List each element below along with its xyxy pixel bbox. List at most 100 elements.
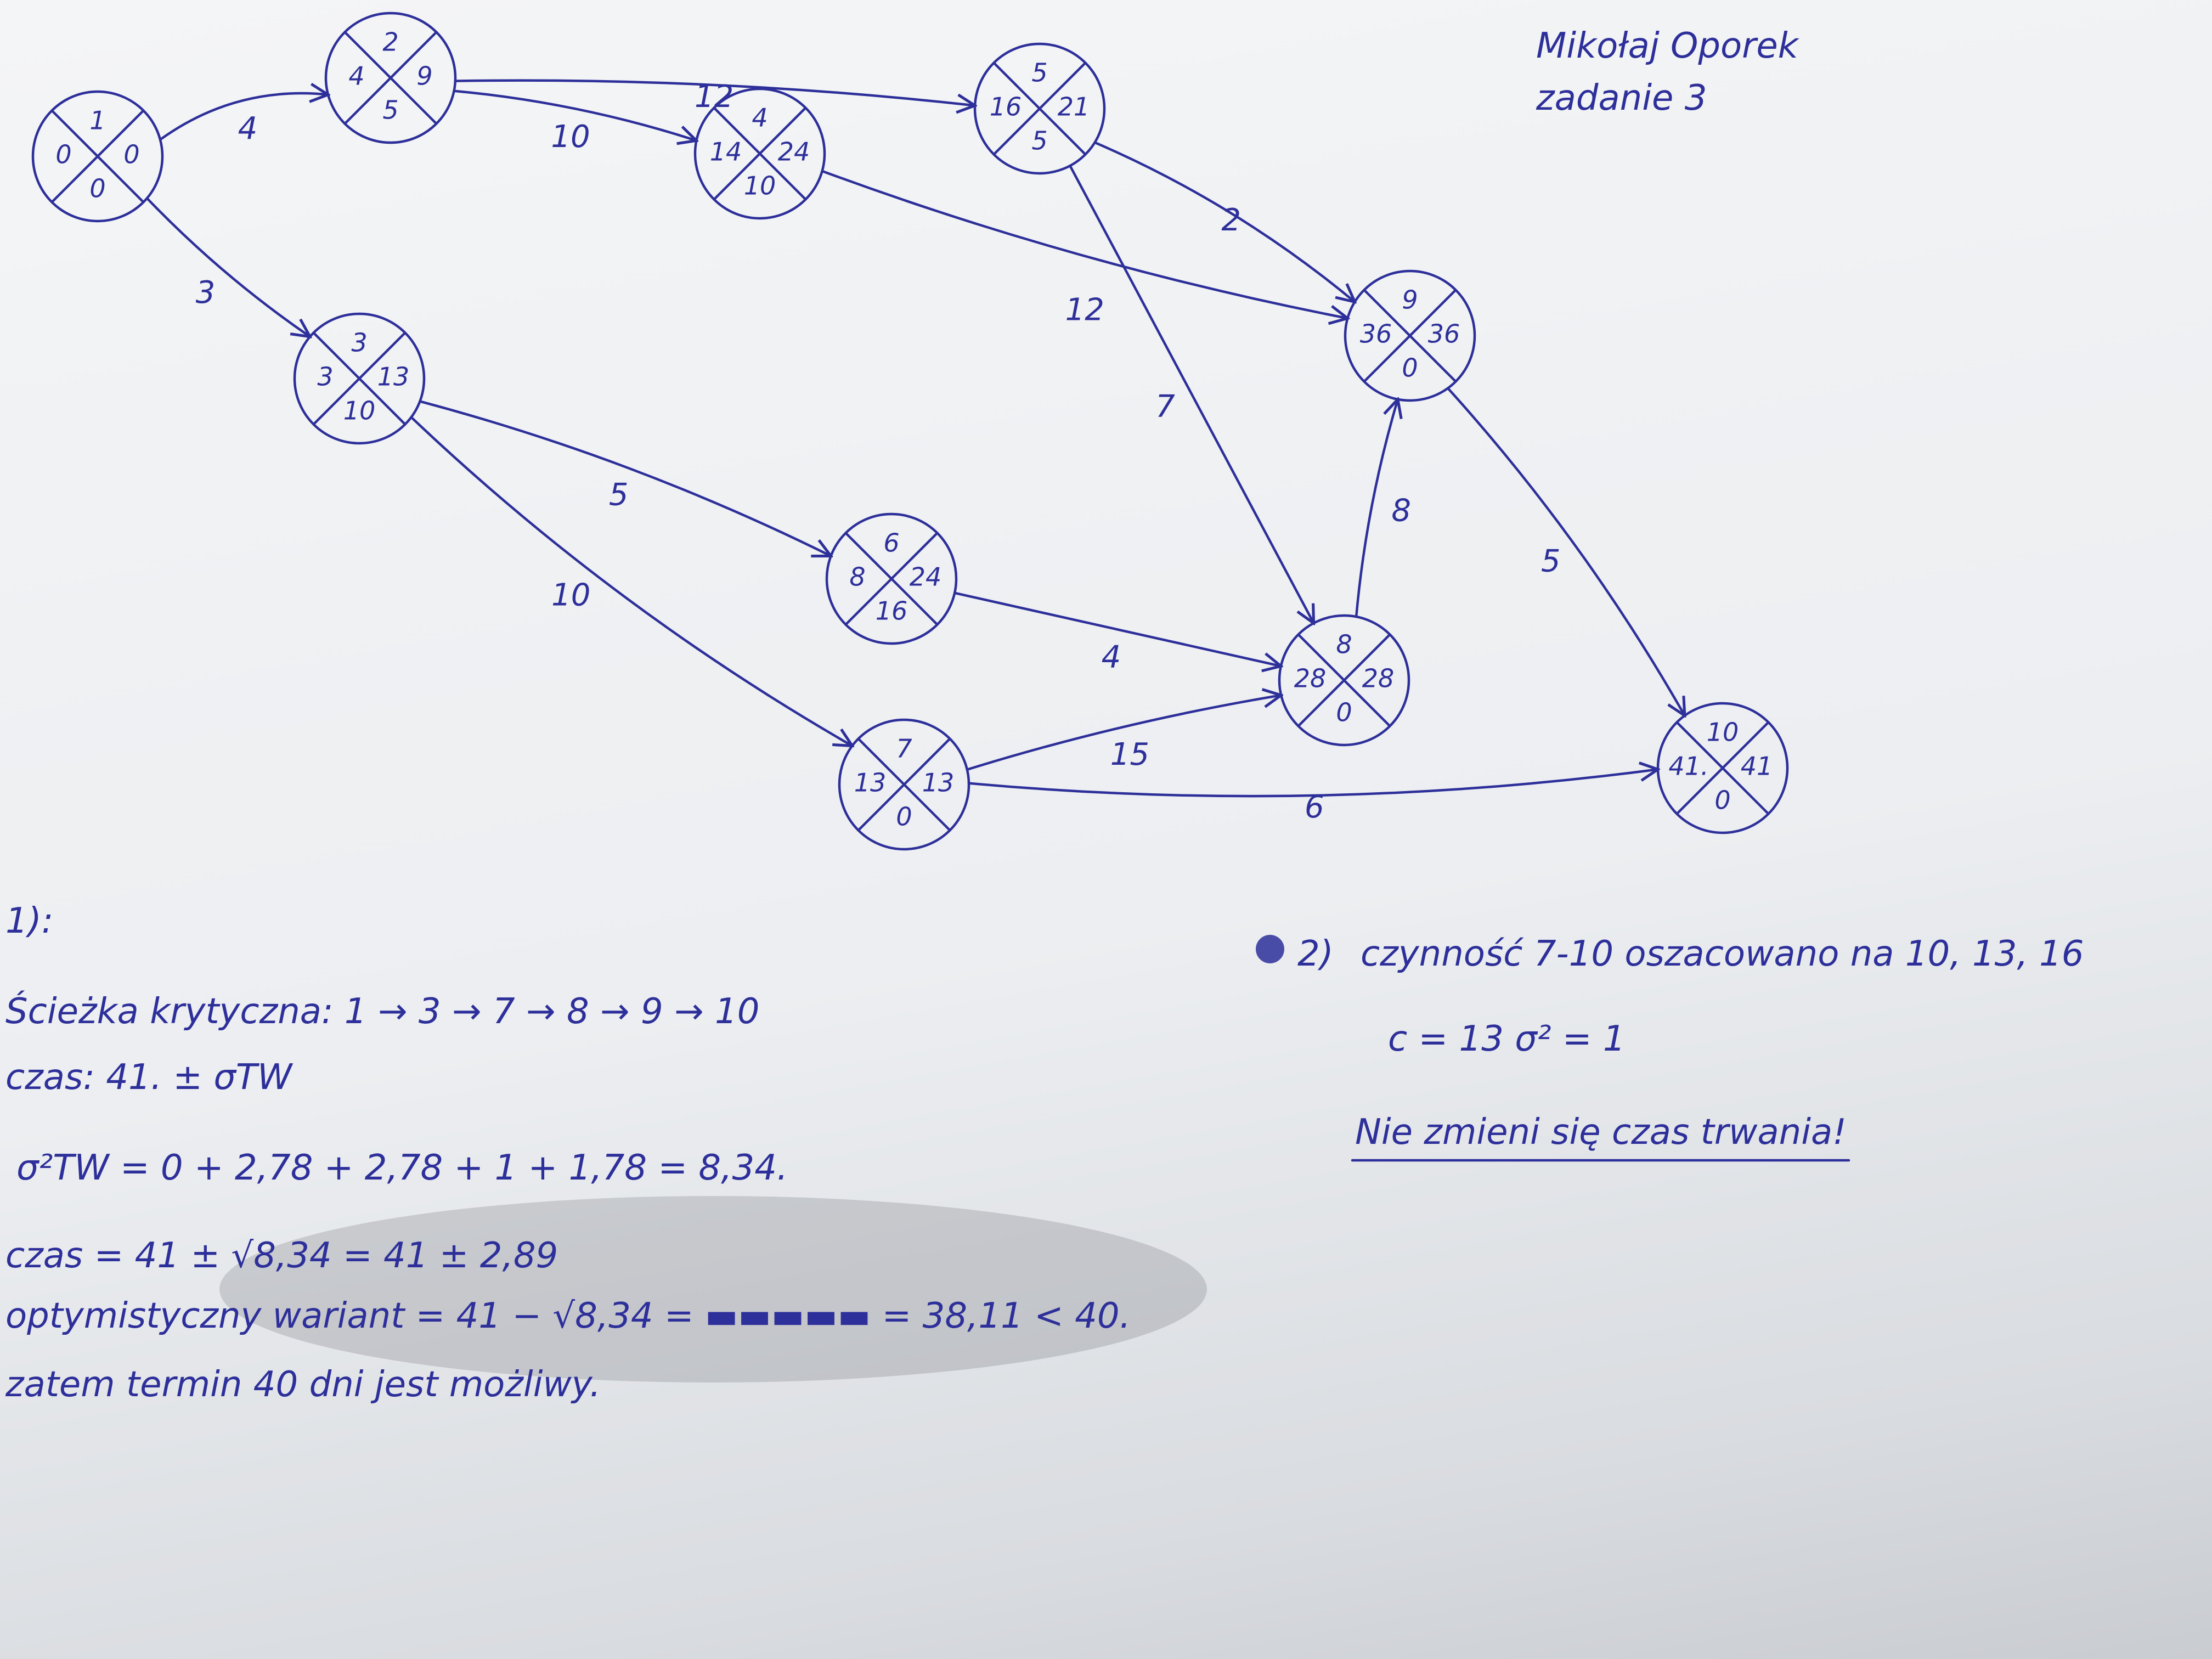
node-bottom-value: 0 [1336,698,1352,727]
node-num-value: 2 [382,27,398,57]
edge-7-10 [967,769,1658,798]
node-2: 24 95 [324,12,457,144]
node-circle [693,87,826,220]
node-circle [1656,702,1789,834]
activity-estimate: czynność 7-10 oszacowano na 10, 13, 16 [1361,934,2084,974]
edge-weight-label: 7 [1155,389,1175,425]
node-circle [1278,614,1410,747]
node-left-value: 28 [1294,664,1327,693]
node-divider [1675,721,1770,815]
node-divider [343,31,438,125]
edge-weight-label: 6 [1305,789,1324,825]
node-right-value: 24 [910,562,942,592]
node-bottom-value: 5 [382,95,398,125]
node-circle [973,42,1106,175]
node-num-value: 4 [752,103,768,133]
edge-weight-label: 5 [1541,544,1561,579]
edge-weight-label: 15 [1110,737,1149,772]
project-time-text: czas: 41. ± σTW [5,1057,294,1098]
node-circle [838,718,970,851]
edge-weight-label: 3 [196,275,216,311]
node-left-value: 16 [990,92,1022,122]
node-left-value: 8 [849,562,865,592]
node-bottom-value: 10 [343,396,376,426]
task-label: zadanie 3 [1536,78,1707,119]
edge-weight-label: 4 [1102,639,1121,675]
node-num-value: 5 [1031,58,1047,88]
edge-8-9 [1355,399,1398,618]
node-divider [857,737,951,832]
time-calculation: czas = 41 ± √8,34 = 41 ± 2,89 [5,1235,558,1276]
part-2-solution: 2) czynność 7-10 oszacowano na 10, 13, 1… [1256,934,2084,1162]
activity-parameters: c = 13 σ² = 1 [1388,1019,1626,1059]
node-divider [992,61,1087,156]
edge-2-4 [453,89,697,141]
conclusion-text: zatem termin 40 dni jest możliwy. [5,1364,601,1405]
node-circle [293,312,426,445]
edge-weight-label: 8 [1391,493,1411,529]
node-num-value: 3 [351,328,367,358]
node-left-value: 3 [317,362,333,392]
edge-9-10 [1446,387,1685,716]
node-left-value: 13 [854,768,887,798]
node-circle [1344,269,1476,402]
node-8: 8 28 28 0 [1278,614,1410,747]
variance-equation: σ²TW = 0 + 2,78 + 2,78 + 1 + 1,78 = 8,34… [16,1148,788,1188]
node-left-value: 4 [348,61,364,91]
node-num-value: 9 [1402,285,1418,315]
edge-5-8 [1069,164,1313,623]
node-divider [1363,289,1457,383]
author-name: Mikołaj Oporek [1536,26,1800,66]
node-num-value: 1 [89,106,105,136]
node-divider [713,106,807,201]
edge-6-8 [953,591,1281,666]
node-circle [31,90,164,223]
node-left-value: 41. [1668,752,1708,781]
edge-3-6 [419,400,831,556]
edge-7-8 [966,695,1281,771]
edge-layer: 4 3 12 10 21 2 7 5 10 4 15 8 5 6 [145,79,1685,825]
part-2-label: 2) [1297,934,1334,974]
node-num-value: 6 [883,528,899,558]
node-bottom-value: 0 [1714,786,1730,815]
edge-weight-label: 2 [1221,202,1241,238]
node-left-value: 14 [710,137,742,167]
phone-shadow [219,1196,1207,1383]
edge-3-7 [410,416,853,746]
edge-5-9 [1093,141,1355,302]
node-num-value: 8 [1336,630,1352,659]
node-right-value: 24 [778,137,810,167]
edge-4-9 [821,170,1348,318]
scribble-mark [1256,935,1284,963]
edge-weight-label: 12 [1065,292,1104,328]
node-right-value: 9 [416,61,432,91]
part-2-result: Nie zmieni się czas trwania! [1355,1112,1847,1153]
node-bottom-value: 0 [896,802,912,832]
node-left-value: 0 [55,140,71,170]
node-bottom-value: 10 [744,171,776,201]
edge-1-3 [145,197,310,336]
node-bottom-value: 0 [89,174,105,204]
node-right-value: 13 [377,362,410,392]
node-right-value: 21 [1058,92,1090,122]
optimistic-variant: optymistyczny wariant = 41 − √8,34 = ▬▬▬… [5,1296,1131,1336]
edge-weight-label: 5 [609,477,629,512]
node-right-value: 28 [1362,664,1395,693]
node-circle [324,12,457,144]
edge-weight-label: 10 [551,119,590,155]
node-divider [50,109,145,204]
node-num-value: 7 [896,734,912,764]
part-1-label: 1): [5,901,53,941]
edge-weight-label: 10 [551,577,590,613]
edge-2-5 [454,79,975,106]
node-right-value: 13 [922,768,955,798]
node-right-value: 0 [123,140,139,170]
